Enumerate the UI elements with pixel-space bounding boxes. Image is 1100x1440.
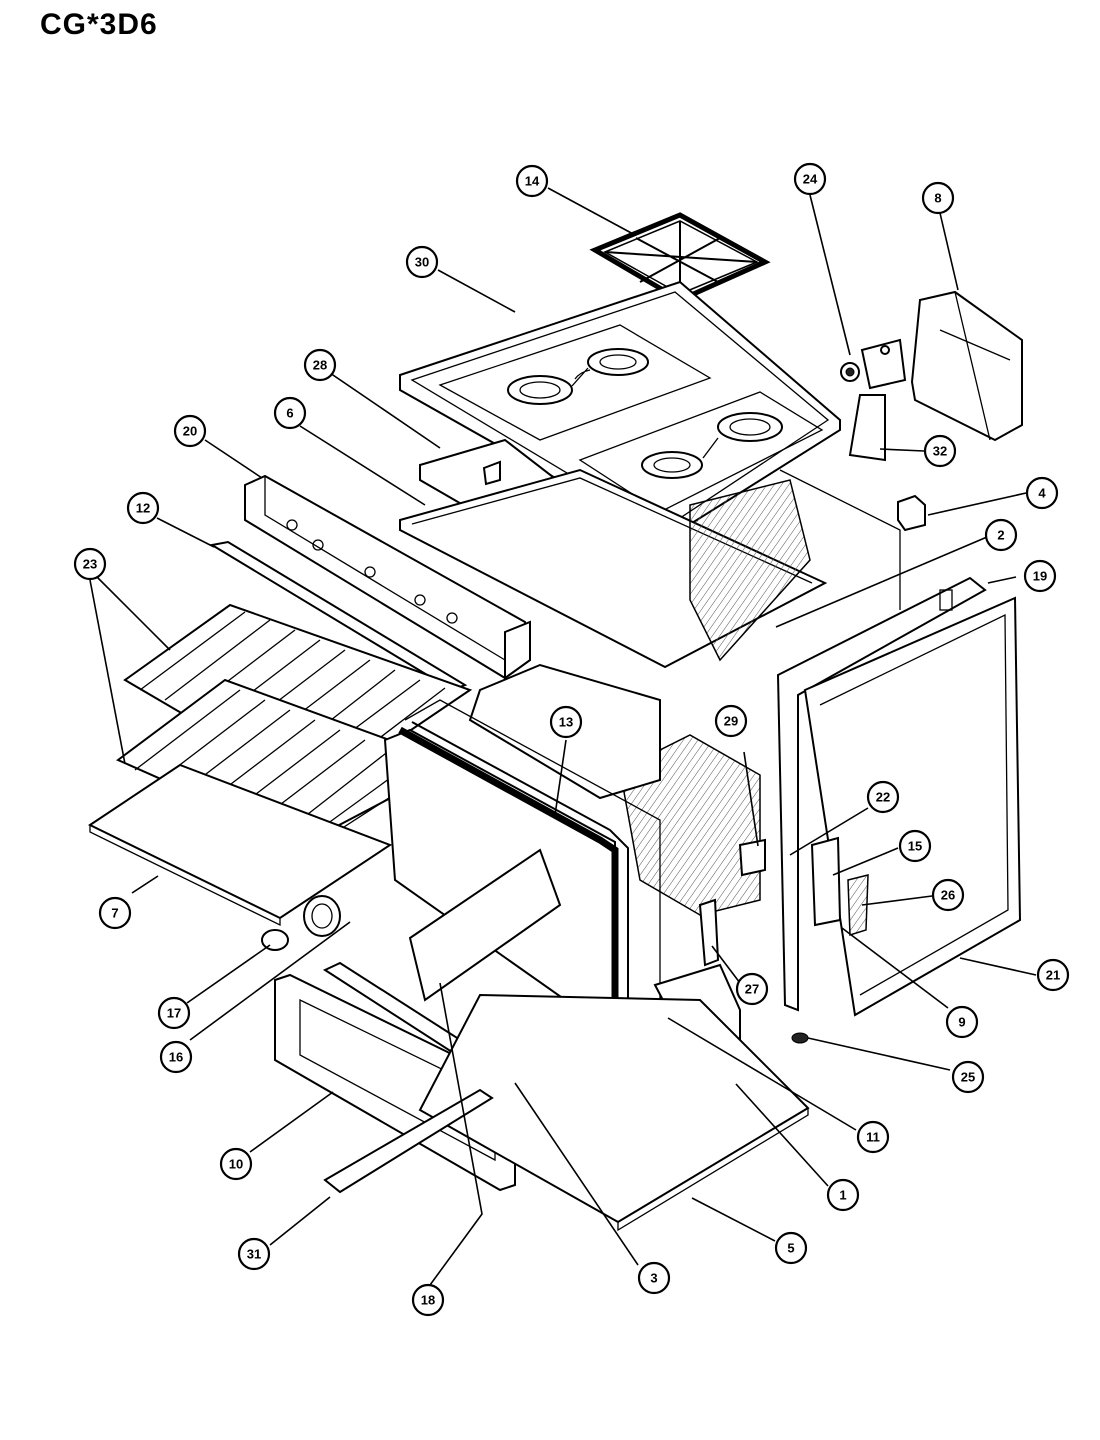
callout-label: 27 <box>745 982 759 997</box>
callout-19: 19 <box>1023 559 1057 593</box>
callout-label: 8 <box>934 191 941 206</box>
callout-label: 16 <box>169 1050 183 1065</box>
callout-label: 29 <box>724 714 738 729</box>
callout-label: 1 <box>839 1188 846 1203</box>
callout-24: 24 <box>793 162 827 196</box>
part-oven-light <box>261 895 341 951</box>
callout-label: 15 <box>908 839 922 854</box>
callout-label: 6 <box>286 406 293 421</box>
callout-label: 24 <box>803 172 818 187</box>
callout-label: 4 <box>1038 486 1046 501</box>
callout-label: 5 <box>787 1241 794 1256</box>
callout-11: 11 <box>856 1120 890 1154</box>
callout-27: 27 <box>735 972 769 1006</box>
callout-label: 14 <box>525 174 540 189</box>
callout-label: 11 <box>866 1130 880 1145</box>
callout-20: 20 <box>173 414 207 448</box>
callout-label: 13 <box>559 715 573 730</box>
part-drawer-slide <box>323 1088 494 1194</box>
part-small-block <box>897 494 926 532</box>
callout-16: 16 <box>159 1040 193 1074</box>
part-panel-strip <box>209 540 468 692</box>
callout-label: 28 <box>313 358 327 373</box>
callout-26: 26 <box>931 878 965 912</box>
callout-21: 21 <box>1036 958 1070 992</box>
callout-32: 32 <box>923 434 957 468</box>
callout-8: 8 <box>921 181 955 215</box>
callout-label: 17 <box>167 1006 181 1021</box>
callout-label: 23 <box>83 557 97 572</box>
callout-label: 9 <box>958 1015 965 1030</box>
part-oven-racks <box>116 603 473 845</box>
part-valve <box>840 338 907 462</box>
part-side-bracket <box>810 836 869 937</box>
callout-3: 3 <box>637 1261 671 1295</box>
callout-7: 7 <box>98 896 132 930</box>
part-rear-vent-trim <box>910 290 1023 442</box>
callout-17: 17 <box>157 996 191 1030</box>
callout-6: 6 <box>273 396 307 430</box>
part-grate <box>589 212 771 303</box>
callout-10: 10 <box>219 1147 253 1181</box>
callout-label: 10 <box>229 1157 243 1172</box>
callout-23: 23 <box>73 547 107 581</box>
callout-9: 9 <box>945 1005 979 1039</box>
callout-label: 21 <box>1046 968 1060 983</box>
callout-5: 5 <box>774 1231 808 1265</box>
callout-18: 18 <box>411 1283 445 1317</box>
callout-label: 7 <box>111 906 118 921</box>
callout-label: 19 <box>1033 569 1047 584</box>
callout-14: 14 <box>515 164 549 198</box>
callout-22: 22 <box>866 780 900 814</box>
callout-31: 31 <box>237 1237 271 1271</box>
callout-label: 2 <box>997 528 1004 543</box>
callout-28: 28 <box>303 348 337 382</box>
callout-30: 30 <box>405 245 439 279</box>
part-broiler-pan <box>87 763 393 927</box>
callout-label: 20 <box>183 424 197 439</box>
callout-label: 30 <box>415 255 429 270</box>
part-leveling-leg <box>791 1032 809 1044</box>
callout-13: 13 <box>549 705 583 739</box>
callout-1: 1 <box>826 1178 860 1212</box>
part-bottom-panel <box>418 993 810 1232</box>
callout-label: 25 <box>961 1070 975 1085</box>
leader-lines <box>89 187 1037 1286</box>
callout-label: 32 <box>933 444 947 459</box>
callout-label: 26 <box>941 888 955 903</box>
callout-label: 18 <box>421 1293 435 1308</box>
callout-label: 31 <box>247 1247 261 1262</box>
callout-label: 3 <box>650 1271 657 1286</box>
model-title: CG*3D6 <box>40 8 158 41</box>
callout-4: 4 <box>1025 476 1059 510</box>
part-control-panel <box>244 474 532 680</box>
callout-2: 2 <box>984 518 1018 552</box>
callout-12: 12 <box>126 491 160 525</box>
callout-29: 29 <box>714 704 748 738</box>
callout-25: 25 <box>951 1060 985 1094</box>
part-drawer <box>274 973 516 1192</box>
callout-label: 22 <box>876 790 890 805</box>
callout-label: 12 <box>136 501 150 516</box>
callout-15: 15 <box>898 829 932 863</box>
